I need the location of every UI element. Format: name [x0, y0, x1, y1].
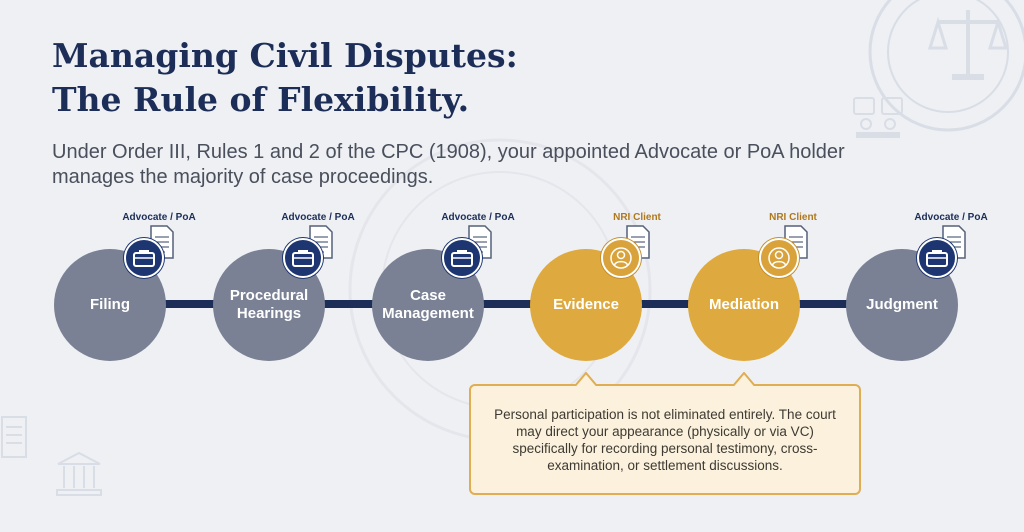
briefcase-icon	[926, 250, 948, 267]
step-circle-case-management: Case Management	[372, 249, 484, 361]
person-icon	[768, 247, 790, 269]
step-label-filing: Filing	[90, 296, 130, 313]
advocate-badge-procedural-hearings	[283, 238, 323, 278]
role-label-evidence: NRI Client	[613, 212, 661, 223]
advocate-badge-judgment	[917, 238, 957, 278]
person-icon	[610, 247, 632, 269]
briefcase-icon	[292, 250, 314, 267]
advocate-badge-case-management	[442, 238, 482, 278]
step-label-case-management: Case Management	[382, 287, 474, 322]
client-badge-mediation	[759, 238, 799, 278]
callout-pointer-mediation	[733, 372, 755, 386]
step-label-judgment: Judgment	[866, 296, 938, 313]
step-label-mediation: Mediation	[709, 296, 779, 313]
role-label-judgment: Advocate / PoA	[914, 212, 988, 223]
step-case-management: Case Management	[372, 249, 484, 361]
step-label-procedural-hearings: Procedural Hearings	[229, 287, 309, 322]
title-line-2: The Rule of Flexibility.	[52, 80, 470, 119]
role-label-procedural-hearings: Advocate / PoA	[281, 212, 355, 223]
role-label-mediation: NRI Client	[769, 212, 817, 223]
role-label-filing: Advocate / PoA	[122, 212, 196, 223]
callout-pointer-evidence	[575, 372, 597, 386]
meeting-watermark-icon	[853, 97, 903, 138]
legal-seal-watermark-icon	[868, 0, 1024, 132]
courthouse-watermark-icon	[56, 451, 102, 496]
advocate-badge-filing	[124, 238, 164, 278]
timeline-connector	[110, 300, 902, 308]
briefcase-icon	[451, 250, 473, 267]
client-badge-evidence	[601, 238, 641, 278]
page-title: Managing Civil Disputes: The Rule of Fle…	[52, 34, 518, 122]
callout-text: Personal participation is not eliminated…	[494, 406, 836, 473]
step-label-evidence: Evidence	[553, 296, 619, 313]
subtitle: Under Order III, Rules 1 and 2 of the CP…	[52, 141, 845, 188]
title-line-1: Managing Civil Disputes:	[52, 36, 518, 75]
briefcase-icon	[133, 250, 155, 267]
role-label-case-management: Advocate / PoA	[441, 212, 515, 223]
document-watermark-icon	[1, 416, 27, 458]
callout-box: Personal participation is not eliminated…	[469, 384, 861, 495]
